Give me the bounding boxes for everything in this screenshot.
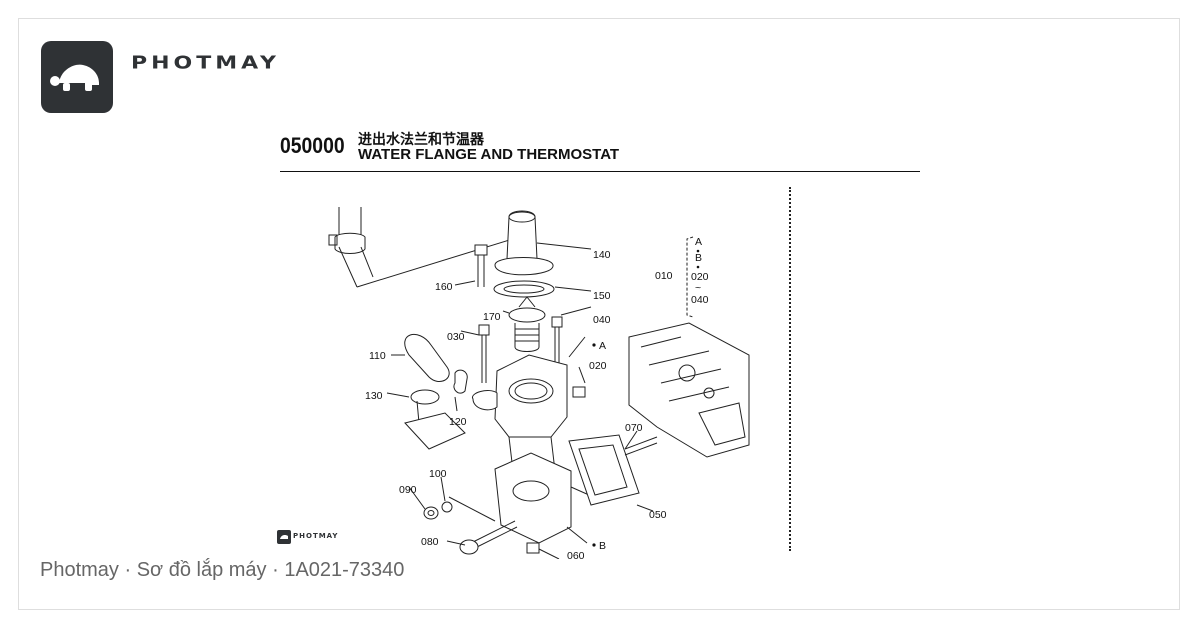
callout-070: 070 [625, 422, 643, 434]
page-caption: Photmay · Sơ đồ lắp máy · 1A021-73340 [40, 559, 405, 581]
legend-b: B [695, 252, 702, 264]
legend-range-start: 020 [691, 271, 709, 283]
callout-040: 040 [593, 314, 611, 326]
callout-060: 060 [567, 550, 585, 559]
callout-170: 170 [483, 311, 501, 323]
callout-100: 100 [429, 468, 447, 480]
reference-b: B [599, 540, 606, 552]
diagram-code: 050000 [280, 133, 345, 158]
legend-range-end: 040 [691, 294, 709, 306]
legend-tilde: ~ [695, 282, 701, 294]
dotted-divider [789, 187, 791, 551]
brand-name: PHOTMAY [131, 53, 280, 74]
legend-group: 010 [655, 270, 673, 282]
turtle-icon [50, 64, 99, 91]
callout-140: 140 [593, 249, 611, 261]
page-card: PHOTMAY 050000 进出水法兰和节温器 WATER FLANGE AN… [18, 18, 1180, 610]
callout-120: 120 [449, 416, 467, 428]
watermark-logo-icon [277, 530, 291, 544]
callout-110: 110 [369, 350, 386, 362]
callout-160: 160 [435, 281, 453, 293]
callout-050: 050 [649, 509, 667, 521]
diagram-title-english: WATER FLANGE AND THERMOSTAT [358, 146, 620, 163]
callout-090: 090 [399, 484, 417, 496]
callout-030: 030 [447, 331, 465, 343]
title-divider [280, 171, 920, 172]
callout-130: 130 [365, 390, 383, 402]
callout-020: 020 [589, 360, 607, 372]
diagram-title-chinese: 进出水法兰和节温器 [358, 132, 484, 148]
reference-a: A [599, 340, 606, 352]
brand-logo[interactable] [41, 41, 113, 113]
legend-a: A [695, 236, 702, 248]
callout-080: 080 [421, 536, 439, 548]
diagram-watermark: PHOTMAY [293, 532, 339, 540]
exploded-parts-diagram: 140 150 160 170 040 030 110 130 120 020 … [328, 207, 750, 559]
callout-150: 150 [593, 290, 611, 302]
